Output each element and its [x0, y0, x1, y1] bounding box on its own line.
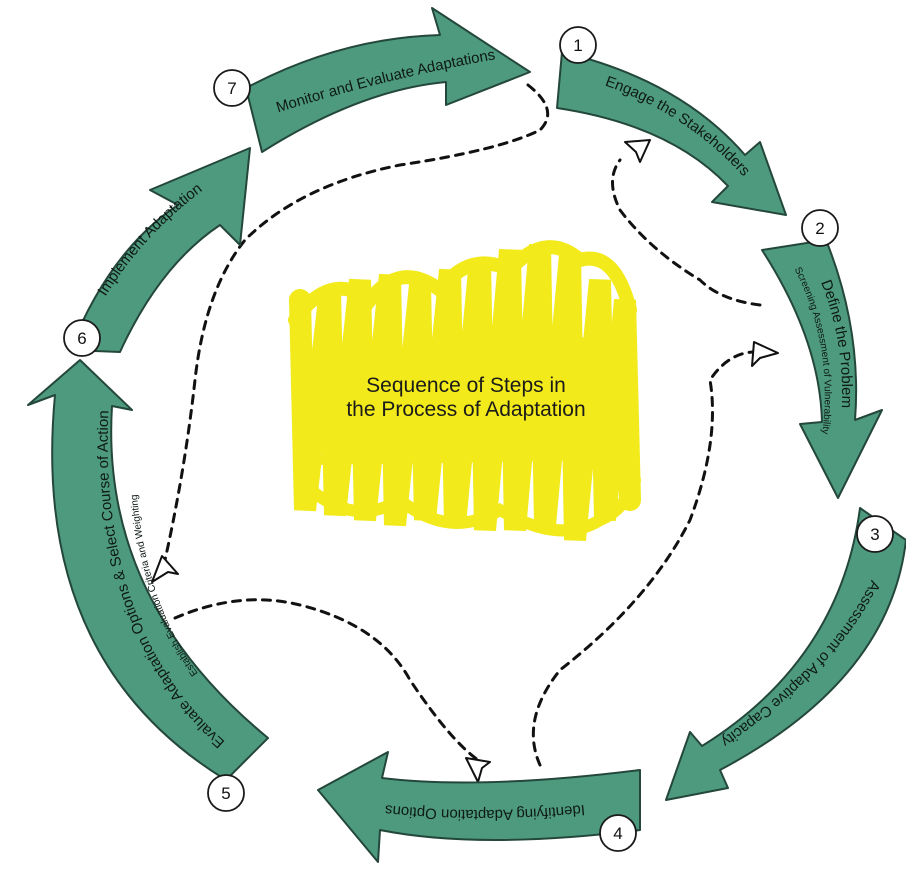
- svg-text:6: 6: [77, 329, 86, 348]
- open-arrowhead-icon: [465, 757, 491, 783]
- open-arrowhead-icon: [624, 139, 651, 163]
- dashed-flow-7-to-5: [163, 83, 550, 562]
- dashed-flow-2-to-1: [611, 158, 762, 307]
- open-arrowhead-icon: [751, 341, 779, 367]
- step-number-2: 2: [801, 209, 839, 247]
- svg-text:1: 1: [573, 36, 582, 55]
- step-number-3: 3: [856, 515, 894, 553]
- step-number-1: 1: [559, 26, 597, 64]
- yellow-scribble-highlight: [288, 240, 641, 542]
- step-4-arrow: Identifying Adaptation Options: [317, 751, 641, 863]
- svg-text:4: 4: [613, 824, 622, 843]
- center-title-line-1: Sequence of Steps in: [366, 374, 566, 397]
- svg-text:7: 7: [227, 79, 236, 98]
- svg-text:2: 2: [815, 219, 824, 238]
- step-number-6: 6: [63, 319, 101, 357]
- dashed-flow-5-to-4: [173, 598, 480, 762]
- svg-text:5: 5: [221, 784, 230, 803]
- dashed-flow-4-to-2: [531, 350, 762, 767]
- step-1-arrow: Engage the Stakeholders: [556, 51, 787, 216]
- step-7-arrow: Monitor and Evaluate Adaptations: [245, 7, 531, 153]
- step-number-4: 4: [599, 814, 637, 852]
- center-title: Sequence of Steps in the Process of Adap…: [346, 374, 585, 421]
- step-5-arrow: Evaluate Adaptation Options & Select Cou…: [27, 359, 269, 781]
- step-number-5: 5: [207, 774, 245, 812]
- svg-text:3: 3: [870, 525, 879, 544]
- center-title-line-2: the Process of Adaptation: [346, 398, 585, 421]
- step-2-arrow: Define the Problem Screening Assessment …: [761, 239, 883, 499]
- dashed-flow-lines: [151, 83, 779, 783]
- open-arrowhead-icon: [151, 555, 179, 583]
- step-4-label: Identifying Adaptation Options: [384, 801, 586, 823]
- step-number-7: 7: [213, 69, 251, 107]
- step-6-arrow: Implement Adaptation: [69, 147, 251, 353]
